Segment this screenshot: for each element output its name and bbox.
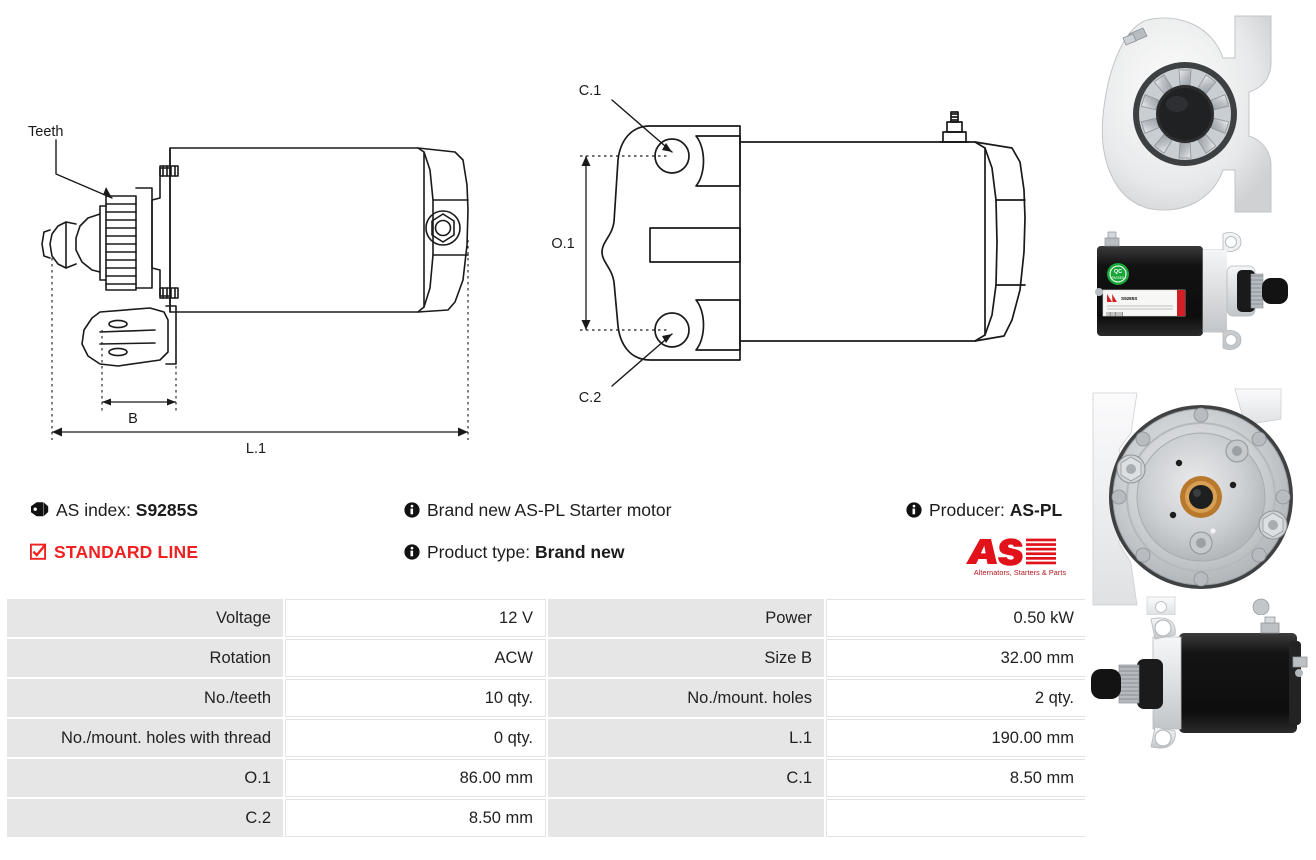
starter-side-view-with-label[interactable]: QC PASSED S9285S [1085, 228, 1316, 385]
spec-label-right: Size B [548, 639, 824, 677]
tag-icon [30, 501, 49, 518]
producer-value: AS-PL [1009, 500, 1063, 520]
standard-line-badge: STANDARD LINE [30, 542, 198, 563]
svg-text:QC: QC [1114, 269, 1122, 275]
spec-value-left: 0 qty. [285, 719, 546, 757]
spec-label-right: Power [548, 599, 824, 637]
label-dim-c2: C.2 [579, 390, 602, 406]
producer-line: Producer: AS-PL [906, 500, 1062, 521]
label-dim-o1: O.1 [551, 236, 574, 252]
product-type-value: Brand new [535, 542, 625, 562]
as-index-label: AS index: [56, 500, 131, 520]
starter-rear-endcap-view[interactable] [1085, 385, 1316, 615]
spec-value-right: 2 qty. [826, 679, 1087, 717]
spec-label-right [548, 799, 824, 837]
checkbox-checked-icon [30, 543, 47, 560]
product-photo-strip: QC PASSED S9285S [1085, 0, 1316, 860]
spec-value-right [826, 799, 1087, 837]
svg-text:PASSED: PASSED [1112, 276, 1125, 280]
spec-label-left: No./teeth [7, 679, 283, 717]
spec-label-right: C.1 [548, 759, 824, 797]
spec-value-right: 32.00 mm [826, 639, 1087, 677]
producer-label: Producer: [929, 500, 1005, 520]
as-pl-logo-tagline: Alternators, Starters & Parts [973, 568, 1067, 577]
spec-value-right: 8.50 mm [826, 759, 1087, 797]
product-type-label: Product type: [427, 542, 531, 562]
label-teeth: Teeth [28, 124, 63, 140]
info-icon [404, 502, 420, 518]
spec-value-left: 10 qty. [285, 679, 546, 717]
spec-label-right: No./mount. holes [548, 679, 824, 717]
starter-side-profile-view[interactable] [1085, 615, 1316, 860]
spec-value-left: 8.50 mm [285, 799, 546, 837]
label-dim-b: B [128, 411, 138, 427]
info-icon [404, 544, 420, 560]
as-pl-logo-mark [966, 538, 1056, 566]
spec-value-left: ACW [285, 639, 546, 677]
product-info-row: AS index: S9285S STANDARD LINE Brand new… [0, 492, 1085, 592]
label-dim-l1: L.1 [246, 441, 266, 457]
product-type-line: Product type: Brand new [404, 542, 624, 563]
technical-drawings: Teeth B L.1 O.1 C.1 C.2 [0, 0, 1085, 485]
spec-value-left: 86.00 mm [285, 759, 546, 797]
product-description: Brand new AS-PL Starter motor [427, 500, 672, 520]
starter-front-pinion-view[interactable] [1085, 0, 1316, 228]
spec-value-left: 12 V [285, 599, 546, 637]
svg-text:S9285S: S9285S [1121, 296, 1137, 301]
spec-label-left: O.1 [7, 759, 283, 797]
spec-label-left: Voltage [7, 599, 283, 637]
spec-label-left: No./mount. holes with thread [7, 719, 283, 757]
as-index-line: AS index: S9285S [30, 500, 198, 521]
info-icon [906, 502, 922, 518]
product-description-line: Brand new AS-PL Starter motor [404, 500, 671, 521]
label-dim-c1: C.1 [579, 83, 602, 99]
standard-line-text: STANDARD LINE [54, 542, 199, 562]
spec-value-right: 190.00 mm [826, 719, 1087, 757]
spec-label-right: L.1 [548, 719, 824, 757]
spec-value-right: 0.50 kW [826, 599, 1087, 637]
drawing-svg: Teeth B L.1 O.1 C.1 C.2 [28, 83, 1026, 457]
spec-label-left: Rotation [7, 639, 283, 677]
as-index-value: S9285S [135, 500, 199, 520]
spec-label-left: C.2 [7, 799, 283, 837]
as-pl-logo: Alternators, Starters & Parts [958, 536, 1082, 582]
